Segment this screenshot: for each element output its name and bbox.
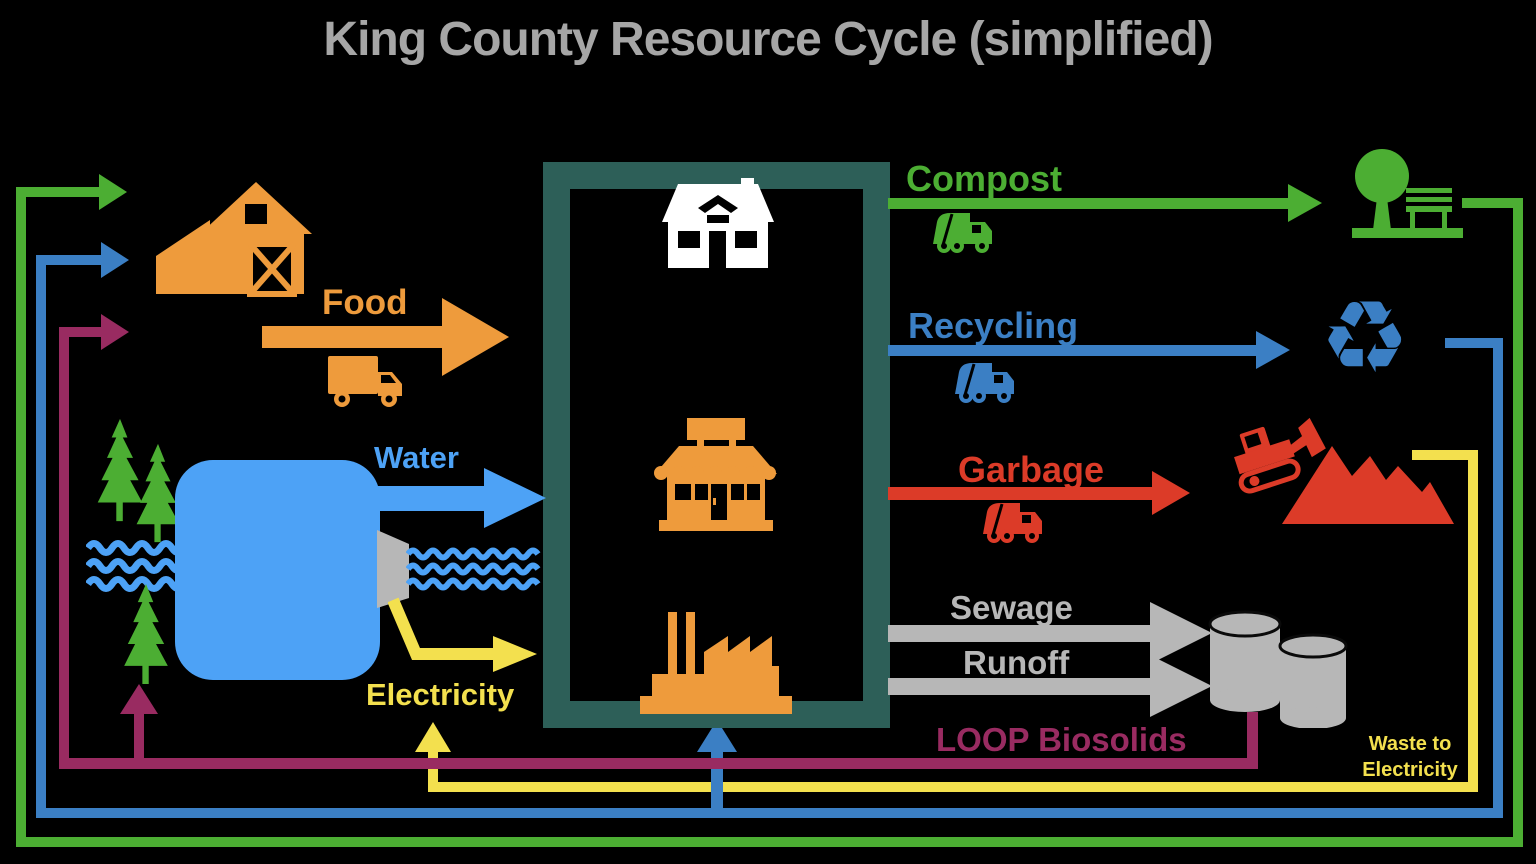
purple-loop-left-line <box>59 327 69 768</box>
food-arrow-shaft <box>262 326 444 348</box>
recycling-arrow-shaft <box>888 345 1258 356</box>
pine-tree-icon <box>97 418 143 522</box>
green-loop-left-line <box>16 187 26 847</box>
city-box-interior <box>570 189 863 701</box>
recycling-arrowhead <box>1256 331 1290 369</box>
food-arrowhead <box>442 298 509 376</box>
green-loop-right-line <box>1513 198 1523 847</box>
pine-tree-icon <box>124 584 168 684</box>
store-icon <box>654 418 777 531</box>
blue-loop-top-right-line <box>1445 338 1493 348</box>
yellow-loop-landfill-line <box>1412 450 1478 460</box>
yellow-loop-up-branch <box>428 750 438 792</box>
runoff-arrowhead <box>1150 655 1212 717</box>
city-box <box>543 162 890 728</box>
food-truck-icon <box>328 356 402 407</box>
blue-loop-top-left-line <box>36 255 101 265</box>
food-label: Food <box>322 283 408 322</box>
green-loop-top-left-line <box>16 187 101 197</box>
water-arrowhead <box>484 468 546 528</box>
garbage-arrowhead <box>1152 471 1190 515</box>
purple-loop-bottom-line <box>59 758 1258 769</box>
garbage-truck-icon <box>983 503 1042 543</box>
yellow-loop-bottom-line <box>428 782 1478 792</box>
purple-loop-top-left-line <box>59 327 101 337</box>
blue-loop-bottom-line <box>36 808 1503 818</box>
purple-branch-to-forest <box>134 712 144 758</box>
electricity-label: Electricity <box>366 677 515 712</box>
purple-arrowhead-to-farm <box>101 314 129 350</box>
river-waves-icon <box>86 540 186 592</box>
yellow-loop-right-line <box>1468 450 1478 792</box>
park-icon <box>1352 149 1463 238</box>
blue-arrowhead-to-farm <box>101 242 129 278</box>
purple-loop-tank-line <box>1247 712 1258 769</box>
green-loop-top-right-line <box>1462 198 1523 208</box>
factory-icon <box>640 612 792 714</box>
waste-to-electricity-label: Waste to Electricity <box>1362 733 1458 781</box>
loop-biosolids-label: LOOP Biosolids <box>936 721 1187 758</box>
landfill-mountain-icon <box>1282 446 1454 524</box>
blue-loop-right-line <box>1493 338 1503 818</box>
runoff-arrow-shaft <box>888 678 1152 695</box>
recycle-symbol-icon: ♻ <box>1320 279 1410 396</box>
compost-arrowhead <box>1288 184 1322 222</box>
dam-outlet-icon <box>377 530 409 608</box>
house-icon <box>662 178 774 268</box>
garbage-arrow-shaft <box>888 487 1154 500</box>
pine-tree-icon <box>136 443 180 543</box>
page-title: King County Resource Cycle (simplified) <box>323 13 1213 66</box>
outflow-waves-icon <box>406 547 541 591</box>
compost-label: Compost <box>906 158 1062 199</box>
treatment-tanks-icon <box>1208 610 1348 728</box>
yellow-arrowhead-to-electricity <box>415 722 451 752</box>
reservoir-icon <box>175 460 380 680</box>
electricity-line-from-dam <box>388 597 537 672</box>
runoff-label: Runoff <box>963 644 1070 681</box>
green-arrowhead-to-farm <box>99 174 127 210</box>
compost-arrow-shaft <box>888 198 1290 209</box>
recycling-truck-icon <box>955 363 1014 403</box>
green-loop-bottom-line <box>16 837 1523 847</box>
blue-loop-left-line <box>36 255 46 815</box>
water-label: Water <box>374 440 459 475</box>
garbage-label: Garbage <box>958 449 1105 490</box>
barn-icon <box>156 182 312 297</box>
purple-arrowhead-to-forest <box>120 684 158 714</box>
water-arrow-shaft <box>376 486 486 511</box>
sewage-label: Sewage <box>950 589 1073 626</box>
recycling-label: Recycling <box>908 305 1079 346</box>
sewage-arrowhead <box>1150 602 1212 664</box>
bulldozer-icon <box>1209 402 1346 523</box>
compost-truck-icon <box>933 213 992 253</box>
sewage-arrow-shaft <box>888 625 1152 642</box>
